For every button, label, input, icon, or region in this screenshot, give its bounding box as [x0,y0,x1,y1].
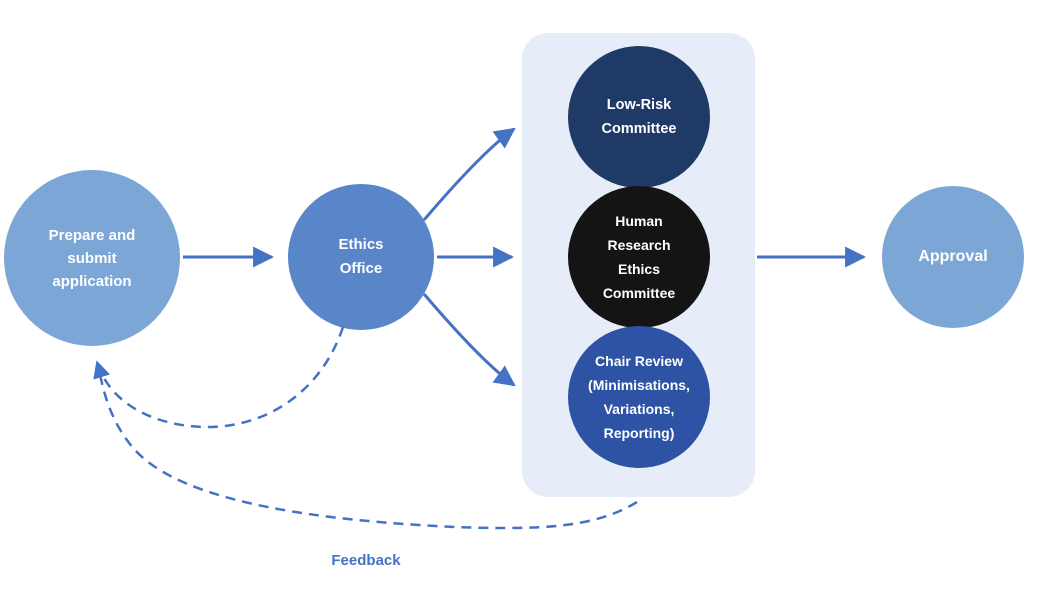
node-low-risk-committee-label: Low-Risk Committee [601,97,677,137]
arrow-ethics-office-to-low-risk-committee [422,127,516,221]
node-prepare-and-submit-application: Prepare and submit application [4,170,180,346]
node-human-research-ethics-committee: Human Research Ethics Committee [568,186,710,328]
node-chair-review-label: Chair Review (Minimisations, Variations,… [588,353,690,441]
node-chair-review: Chair Review (Minimisations, Variations,… [568,326,710,468]
node-approval-label: Approval [918,248,988,265]
node-approval: Approval [882,186,1024,328]
node-ethics-office: Ethics Office [288,184,434,330]
feedback-arrow-ethics-office-to-prepare [93,326,345,429]
node-prepare-label: Prepare and submit application [48,226,136,290]
node-ethics-office-label: Ethics Office [338,236,384,277]
node-low-risk-committee: Low-Risk Committee [568,46,710,188]
arrow-ethics-office-to-chair-review [422,293,516,387]
node-hrec-label: Human Research Ethics Committee [602,213,676,301]
feedback-label: Feedback [331,552,401,569]
